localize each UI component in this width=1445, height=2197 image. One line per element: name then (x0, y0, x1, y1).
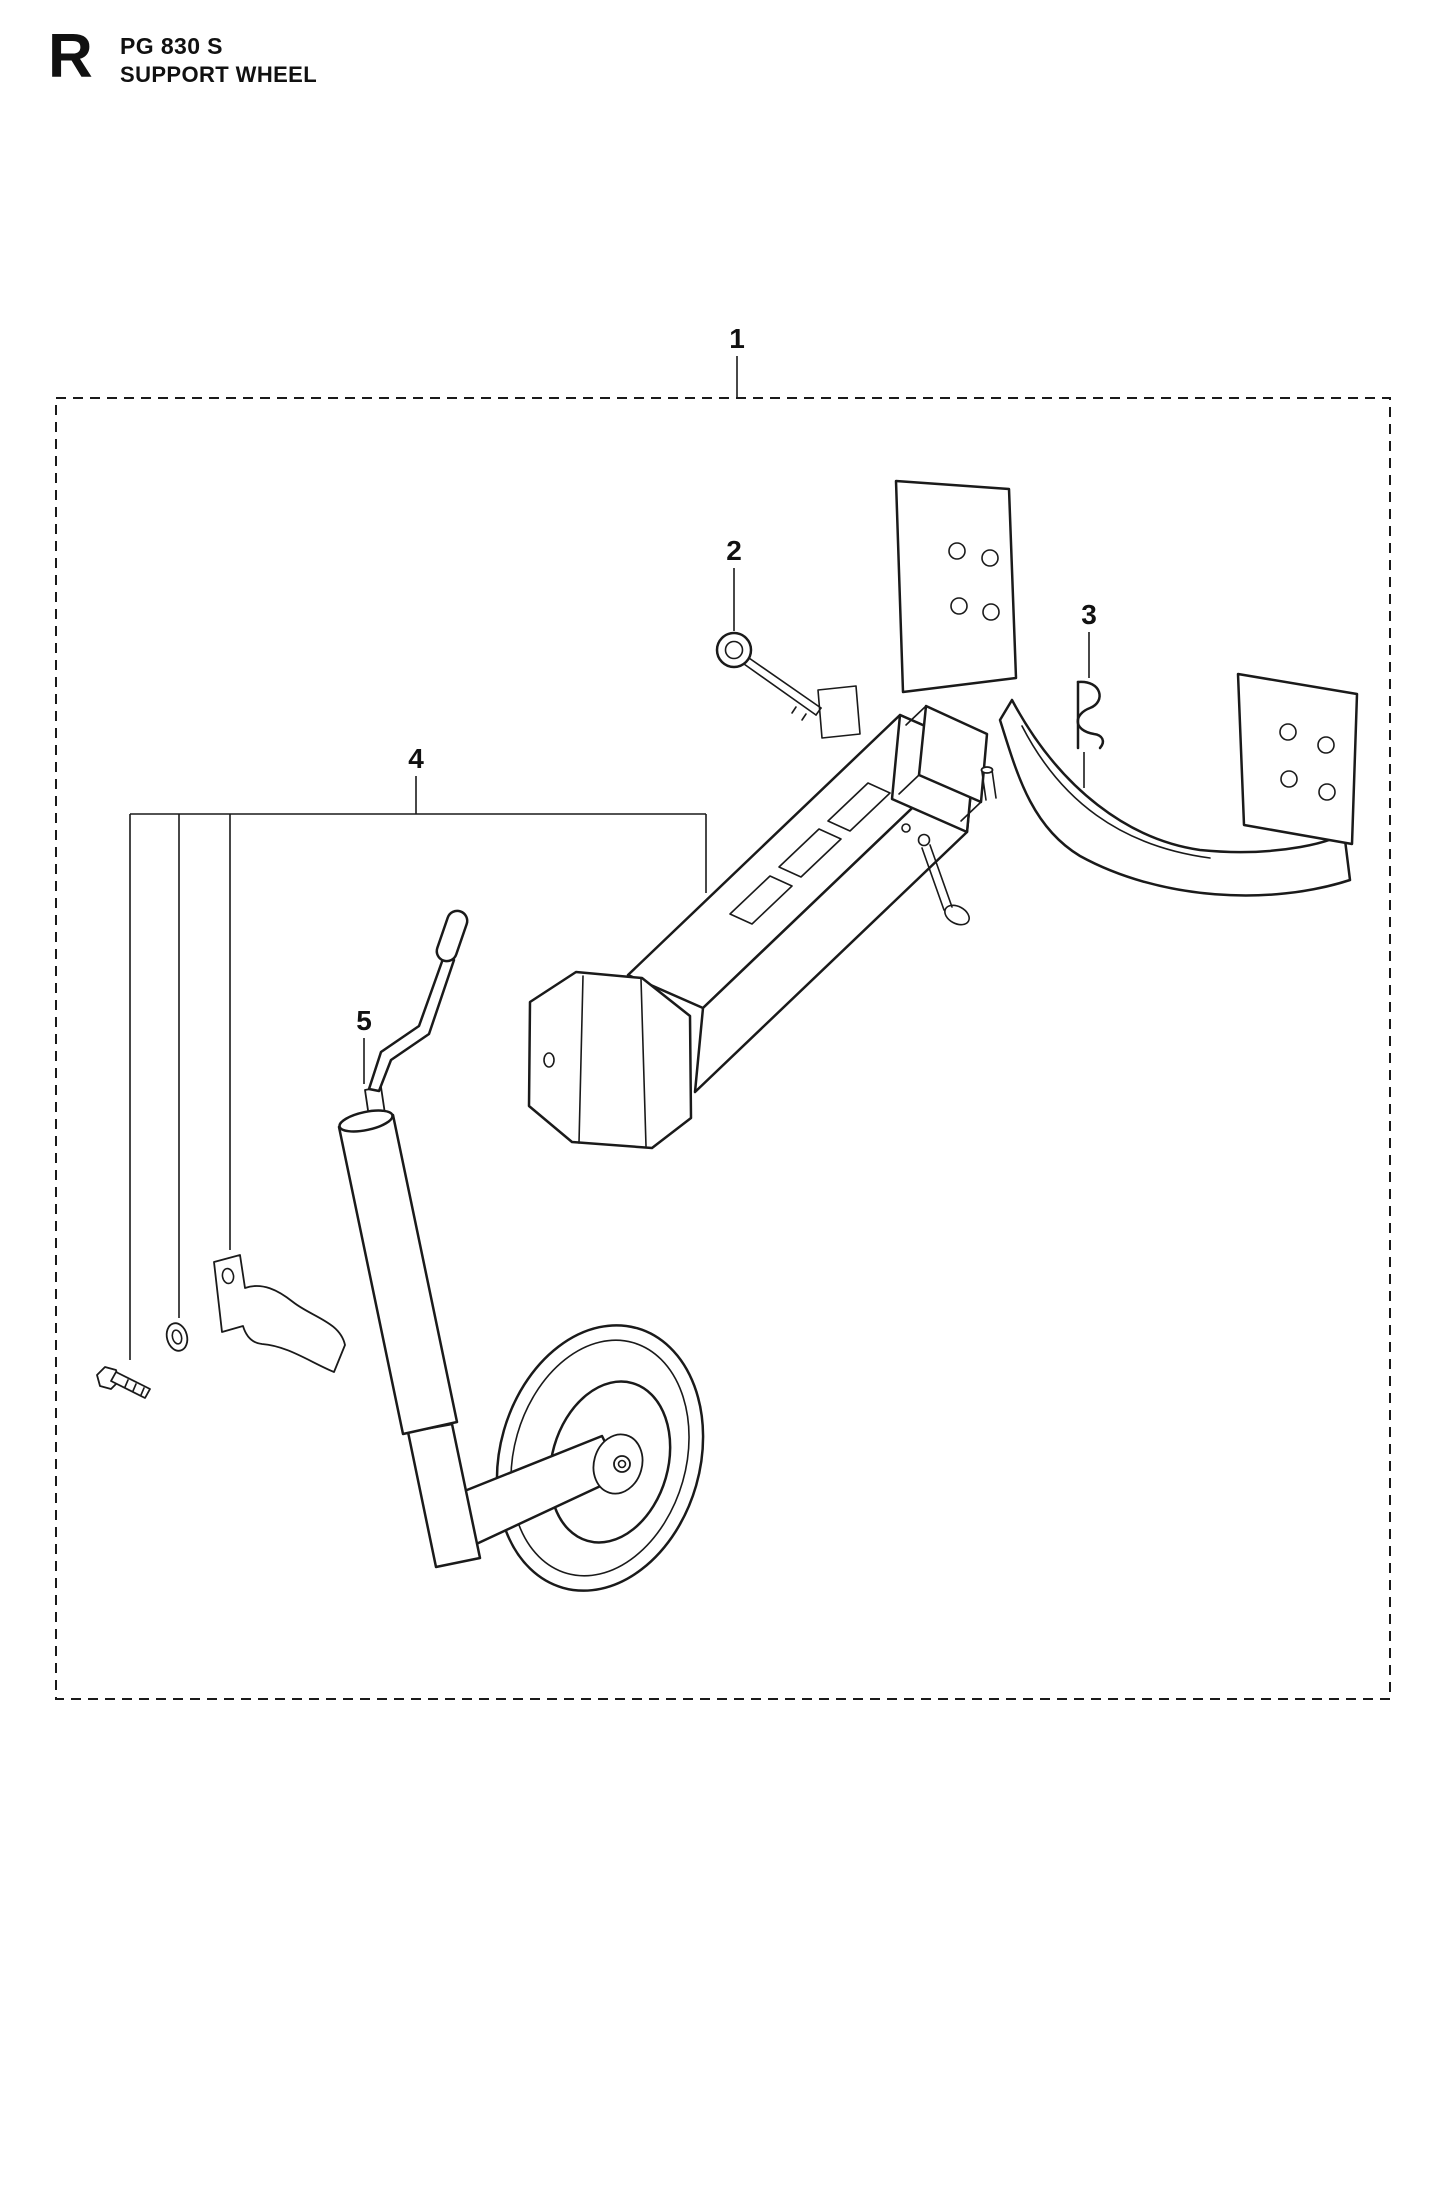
beam-foot (527, 970, 693, 1150)
retaining-pin (980, 766, 997, 801)
callout-1-label: 1 (729, 323, 745, 354)
jockey-wheel-assembly (337, 909, 705, 1592)
callout-5-label: 5 (356, 1005, 372, 1036)
wheel (495, 1324, 705, 1592)
assembly-boundary-box (55, 397, 1391, 1700)
inner-tube-end (898, 704, 989, 822)
lock-pin (901, 823, 970, 926)
callout-3-label: 3 (1081, 599, 1097, 630)
hex-bolt (96, 1366, 151, 1399)
mounting-hardware (96, 1254, 346, 1399)
callouts: 1 2 3 4 5 (129, 323, 1097, 1360)
beam-assembly (527, 685, 997, 1150)
page-title: SUPPORT WHEEL (120, 62, 318, 87)
bracket-plate-right (1236, 672, 1359, 846)
callout-4-label: 4 (408, 743, 424, 774)
crank-handle (367, 909, 469, 1093)
callout-5: 5 (356, 1005, 372, 1084)
callout-1: 1 (729, 323, 745, 397)
bracket-assembly (894, 479, 1359, 897)
model-label: PG 830 S (120, 33, 223, 59)
callout-3: 3 (1081, 599, 1097, 788)
hairpin-cotter (1076, 680, 1105, 750)
clamp-bracket (213, 1254, 346, 1373)
eye-bolt (715, 631, 822, 721)
callout-2-label: 2 (726, 535, 742, 566)
callout-4: 4 (129, 743, 707, 1360)
section-letter: R (48, 22, 93, 91)
washer (165, 1322, 189, 1352)
wheel-hub (592, 1433, 644, 1495)
callout-2: 2 (726, 535, 742, 631)
bracket-plate-left (894, 479, 1018, 694)
